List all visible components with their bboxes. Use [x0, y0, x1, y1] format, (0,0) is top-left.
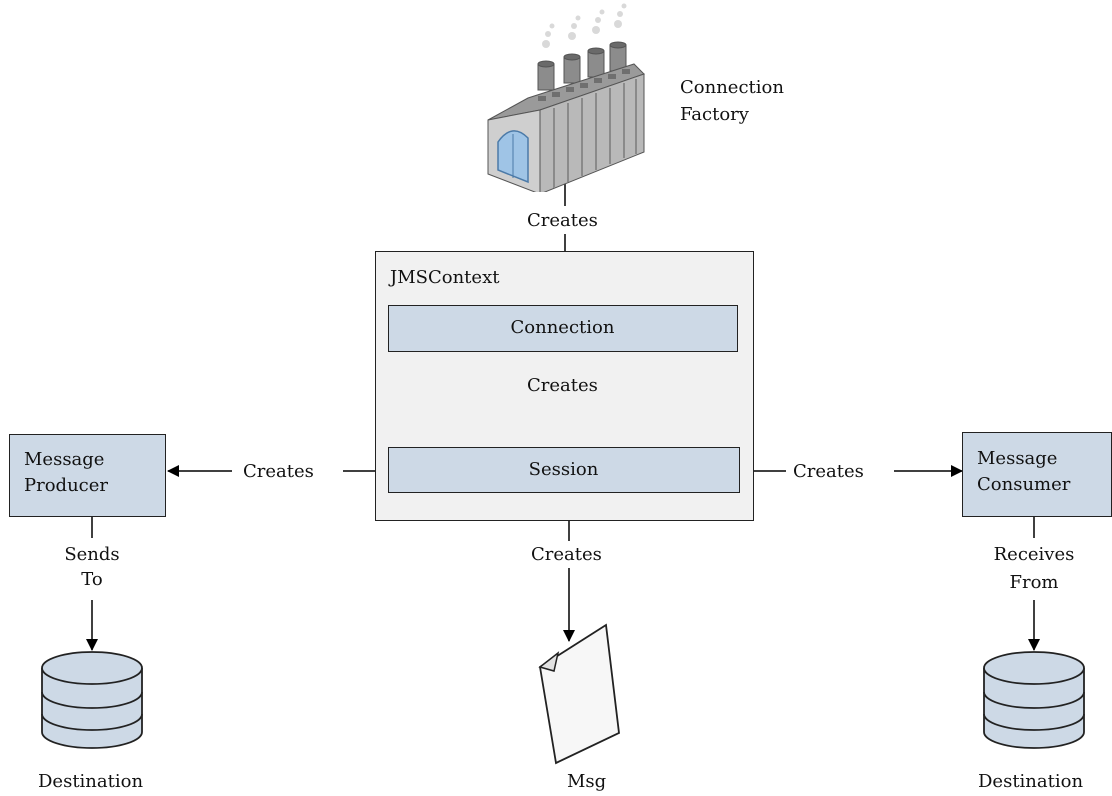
session-label: Session	[528, 459, 599, 480]
consumer-label-line2: Consumer	[977, 474, 1071, 495]
edge-label-receives-line1: Receives	[984, 543, 1084, 567]
producer-label-line2: Producer	[24, 475, 109, 496]
edge-label-creates-consumer: Creates	[793, 460, 864, 484]
edge-label-receives-line2: From	[984, 571, 1084, 595]
edge-label-creates-producer: Creates	[243, 460, 314, 484]
edge-label-creates-msg: Creates	[531, 543, 602, 567]
edge-label-factory-creates: Creates	[527, 209, 598, 233]
connection-label: Connection	[510, 317, 615, 338]
destination-right-label: Destination	[978, 770, 1084, 794]
message-consumer-box: Message Consumer	[962, 432, 1112, 517]
edge-label-sends-line2: To	[52, 568, 132, 592]
session-box: Session	[388, 447, 740, 493]
factory-icon	[487, 3, 645, 192]
edge-label-connection-creates: Creates	[527, 374, 598, 398]
factory-label-line2: Factory	[680, 104, 749, 125]
destination-left-database-icon	[41, 651, 143, 749]
connection-box: Connection	[388, 305, 738, 352]
destination-left-label: Destination	[38, 770, 144, 794]
message-producer-box: Message Producer	[9, 434, 166, 517]
destination-right-database-icon	[983, 651, 1085, 749]
factory-label-line1: Connection	[680, 77, 784, 98]
msg-document-icon	[538, 623, 620, 765]
producer-label-line1: Message	[24, 449, 105, 470]
consumer-label-line1: Message	[977, 448, 1058, 469]
jms-context-title: JMSContext	[390, 267, 500, 288]
msg-label: Msg	[567, 770, 607, 794]
edge-label-sends-line1: Sends	[52, 543, 132, 567]
